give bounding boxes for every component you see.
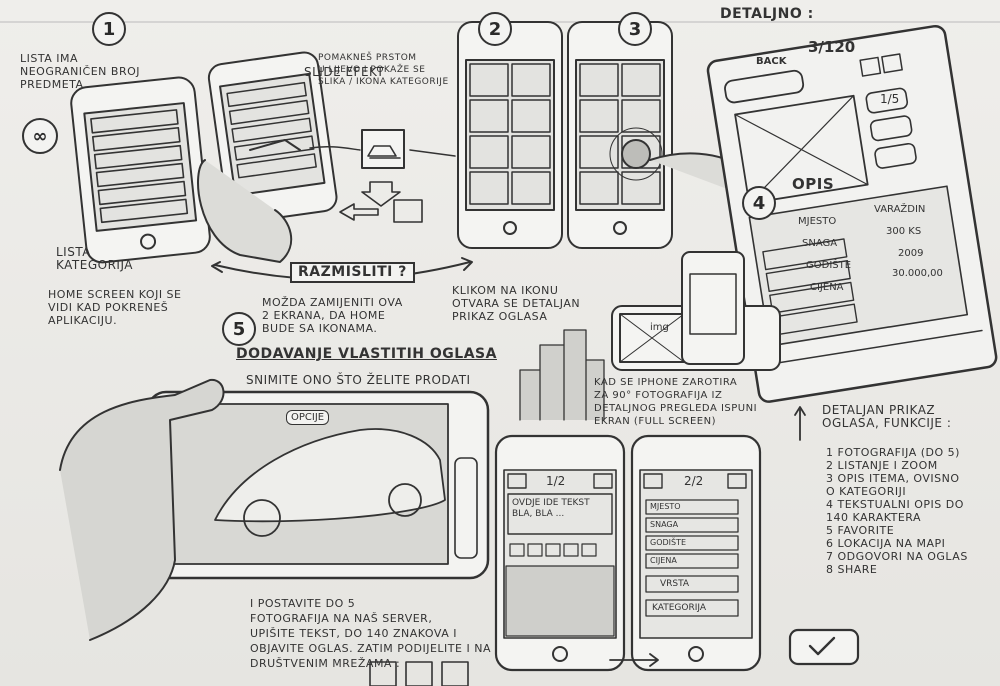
field-cijena-key: CIJENA <box>810 282 844 293</box>
field-snaga-key: SNAGA <box>802 238 838 249</box>
tap-desc: KLIKOM NA IKONU OTVARA SE DETALJAN PRIKA… <box>452 284 581 323</box>
form2-field-cijena[interactable]: CIJENA <box>650 556 677 565</box>
func-item: 2 LISTANJE I ZOOM <box>826 459 938 472</box>
field-godiste-key: GODIŠTE <box>806 260 852 271</box>
phone-home-list <box>70 76 211 264</box>
phone-icons-grid <box>457 21 563 249</box>
field-godiste-val: 2009 <box>898 248 924 259</box>
func-item: 3 OPIS ITEMA, OVISNO O KATEGORIJI <box>826 472 960 498</box>
func-item: 5 FAVORITE <box>826 524 895 537</box>
phone-slide <box>207 51 338 224</box>
add-sub: SNIMITE ONO ŠTO ŽELITE PRODATI <box>246 373 471 387</box>
form2-vrsta-select[interactable]: VRSTA <box>660 579 690 589</box>
think-badge: RAZMISLITI ? <box>290 262 415 283</box>
func-item: 6 LOKACIJA NA MAPI <box>826 537 946 550</box>
think-desc: MOŽDA ZAMIJENITI OVA 2 EKRANA, DA HOME B… <box>262 296 403 335</box>
step-5-badge: 5 <box>222 312 256 346</box>
phone-form-2 <box>630 434 762 672</box>
field-snaga-val: 300 KS <box>886 226 922 237</box>
form2-counter: 2/2 <box>684 474 704 488</box>
detail-title: DETALJNO : <box>720 6 814 22</box>
form2-field-godiste[interactable]: GODIŠTE <box>650 538 687 547</box>
photo-counter: 3/120 <box>808 38 856 56</box>
phone-camera <box>146 390 490 580</box>
form1-counter: 1/2 <box>546 474 566 488</box>
back-button[interactable]: BACK <box>756 56 787 67</box>
func-item: 1 FOTOGRAFIJA (do 5) <box>826 446 960 459</box>
func-list: 1 FOTOGRAFIJA (do 5) 2 LISTANJE I ZOOM 3… <box>826 446 996 576</box>
func-item: 8 SHARE <box>826 563 878 576</box>
step-2-badge: 2 <box>478 12 512 46</box>
step-4-badge: 4 <box>742 186 776 220</box>
phone-detail <box>706 24 998 403</box>
add-title: DODAVANJE VLASTITIH OGLASA <box>236 346 497 362</box>
field-mjesto-key: MJESTO <box>798 216 837 227</box>
list-label: LISTA KATEGORIJA <box>56 245 134 272</box>
list-note: LISTA IMA NEOGRANIČEN BROJ PREDMETA <box>20 52 141 91</box>
form2-field-mjesto[interactable]: MJESTO <box>650 502 681 511</box>
func-title: DETALJAN PRIKAZ OGLASA, FUNKCIJE : <box>822 403 952 430</box>
skyline <box>519 329 605 421</box>
home-note: HOME SCREEN KOJI SE VIDI KAD POKRENEŠ AP… <box>48 288 182 327</box>
form2-field-snaga[interactable]: SNAGA <box>650 520 679 529</box>
phone-tap <box>567 21 673 249</box>
func-item: 7 ODGOVORI NA OGLAS <box>826 550 968 563</box>
step-3-badge: 3 <box>618 12 652 46</box>
opis-heading: OPIS <box>792 175 835 193</box>
zoom-counter: 1/5 <box>880 92 900 106</box>
landscape-img-label: img <box>650 322 669 333</box>
func-item: 4 TEKSTUALNI OPIS DO 140 KARAKTERA <box>826 498 964 524</box>
form2-kategorija-select[interactable]: KATEGORIJA <box>652 603 707 613</box>
rotate-desc: KAD SE IPHONE ZAROTIRA ZA 90° FOTOGRAFIJ… <box>594 377 758 427</box>
step-1-badge: 1 <box>92 12 126 46</box>
phone-form-1 <box>494 434 626 672</box>
add-bottom-text: I POSTAVITE DO 5 FOTOGRAFIJA NA NAŠ SERV… <box>250 597 491 670</box>
slide-desc: POMAKNEŠ PRSTOM U LIJEVO I POKAŽE SE SLI… <box>318 53 449 87</box>
slide-title: SLIDE EFEKT <box>304 65 385 79</box>
infinity-badge: ∞ <box>22 118 58 154</box>
camera-options-button[interactable]: OPCIJE <box>286 410 330 425</box>
phone-landscape <box>611 251 781 371</box>
form1-text[interactable]: OVDJE IDE TEKST BLA, BLA ... <box>512 498 590 519</box>
field-mjesto-val: VARAŽDIN <box>874 204 926 215</box>
field-cijena-val: 30.000,00 <box>892 268 943 279</box>
